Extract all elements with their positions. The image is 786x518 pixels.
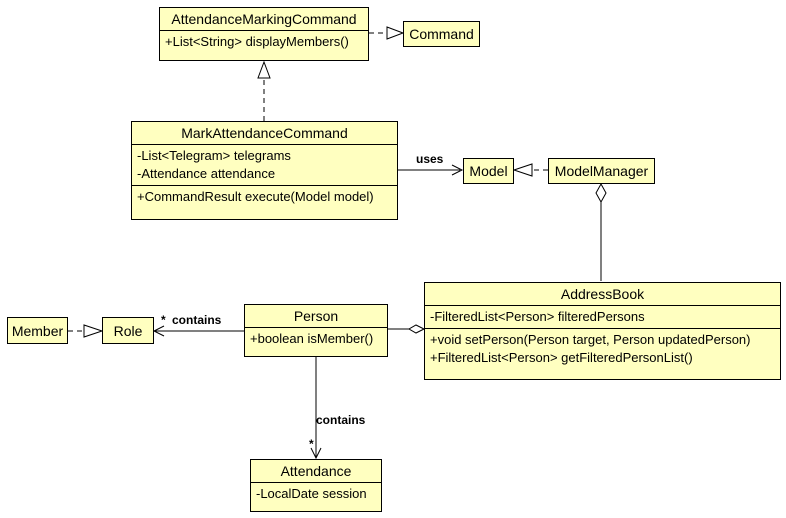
class-name: MarkAttendanceCommand [181, 125, 348, 141]
attendance-arrowhead [310, 447, 322, 460]
method: +boolean isMember() [250, 331, 374, 346]
attribute: -Attendance attendance [137, 166, 276, 181]
attributes-section: -FilteredList<Person> filteredPersons [425, 305, 780, 328]
class-name: Person [293, 308, 339, 324]
class-name: ModelManager [554, 163, 649, 179]
method: +FilteredList<Person> getFilteredPersonL… [430, 350, 693, 365]
class-mark-attendance-command: MarkAttendanceCommand -List<Telegram> te… [131, 121, 398, 220]
class-name: Member [11, 322, 64, 339]
methods-section: +CommandResult execute(Model model) [132, 185, 397, 208]
attributes-section: -List<Telegram> telegrams -Attendance at… [132, 144, 397, 185]
person-attendance-multiplicity: * [309, 437, 314, 451]
attribute: -LocalDate session [256, 486, 367, 501]
class-model: Model [463, 158, 514, 184]
class-name: Attendance [280, 463, 352, 479]
class-name: Role [113, 322, 143, 339]
role-arrowhead [152, 325, 165, 337]
class-attendance: Attendance -LocalDate session [250, 459, 382, 512]
aggregation-diamond-mm [595, 182, 607, 204]
method: +List<String> displayMembers() [165, 34, 349, 49]
class-model-manager: ModelManager [548, 158, 655, 184]
uses-label: uses [416, 152, 444, 166]
class-person: Person +boolean isMember() [244, 304, 388, 357]
realization-arrowhead-amc [257, 60, 271, 79]
class-name: AttendanceMarkingCommand [171, 11, 357, 27]
person-role-multiplicity: * [161, 313, 166, 327]
realization-arrowhead-command [386, 26, 405, 40]
class-name: Command [409, 26, 474, 42]
class-name: AddressBook [560, 286, 645, 302]
method: +CommandResult execute(Model model) [137, 189, 374, 204]
methods-section: +boolean isMember() [245, 327, 387, 350]
person-attendance-contains-label: contains [316, 413, 366, 427]
realization-arrowhead-model [512, 163, 533, 177]
realization-arrowhead-role [83, 324, 104, 338]
attribute: -FilteredList<Person> filteredPersons [430, 309, 645, 324]
person-role-contains-label: contains [172, 313, 222, 327]
methods-section: +List<String> displayMembers() [160, 30, 368, 53]
class-address-book: AddressBook -FilteredList<Person> filter… [424, 282, 781, 380]
class-role: Role [102, 317, 154, 344]
class-command: Command [403, 21, 480, 47]
methods-section: +void setPerson(Person target, Person up… [425, 328, 780, 369]
attribute: -List<Telegram> telegrams [137, 148, 291, 163]
uses-arrowhead [451, 164, 464, 176]
class-name: Model [469, 163, 508, 179]
class-attendance-marking-command: AttendanceMarkingCommand +List<String> d… [159, 7, 369, 61]
aggregation-diamond-ab [407, 324, 426, 334]
attributes-section: -LocalDate session [251, 482, 381, 505]
method: +void setPerson(Person target, Person up… [430, 332, 751, 347]
class-member: Member [7, 317, 68, 344]
